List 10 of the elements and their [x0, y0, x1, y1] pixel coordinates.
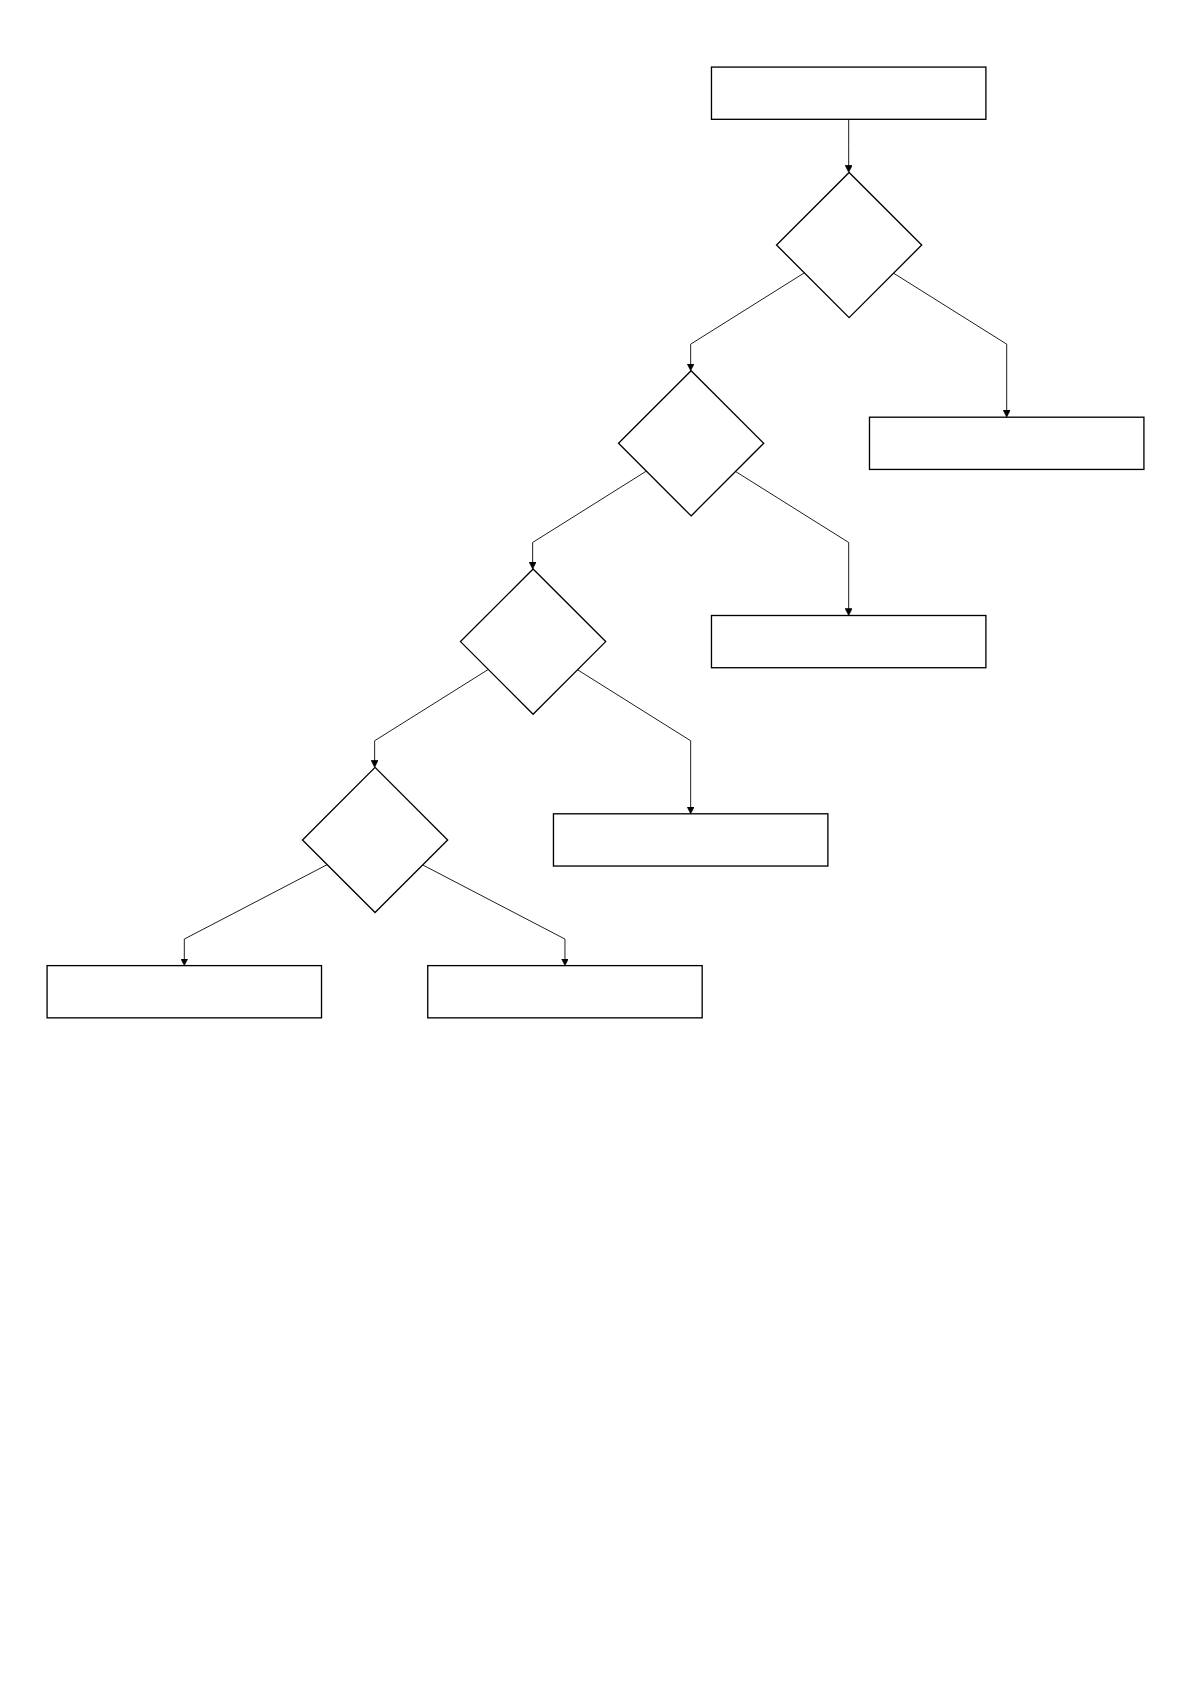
node-box	[710, 66, 987, 120]
node-box	[868, 416, 1145, 471]
node-diamond	[617, 369, 765, 517]
node-box	[427, 964, 703, 1019]
node-diamond	[459, 568, 607, 716]
node-box	[710, 614, 987, 669]
node-diamond	[775, 171, 923, 319]
node-box	[552, 813, 829, 867]
node-box	[46, 964, 323, 1019]
node-diamond	[301, 766, 449, 914]
